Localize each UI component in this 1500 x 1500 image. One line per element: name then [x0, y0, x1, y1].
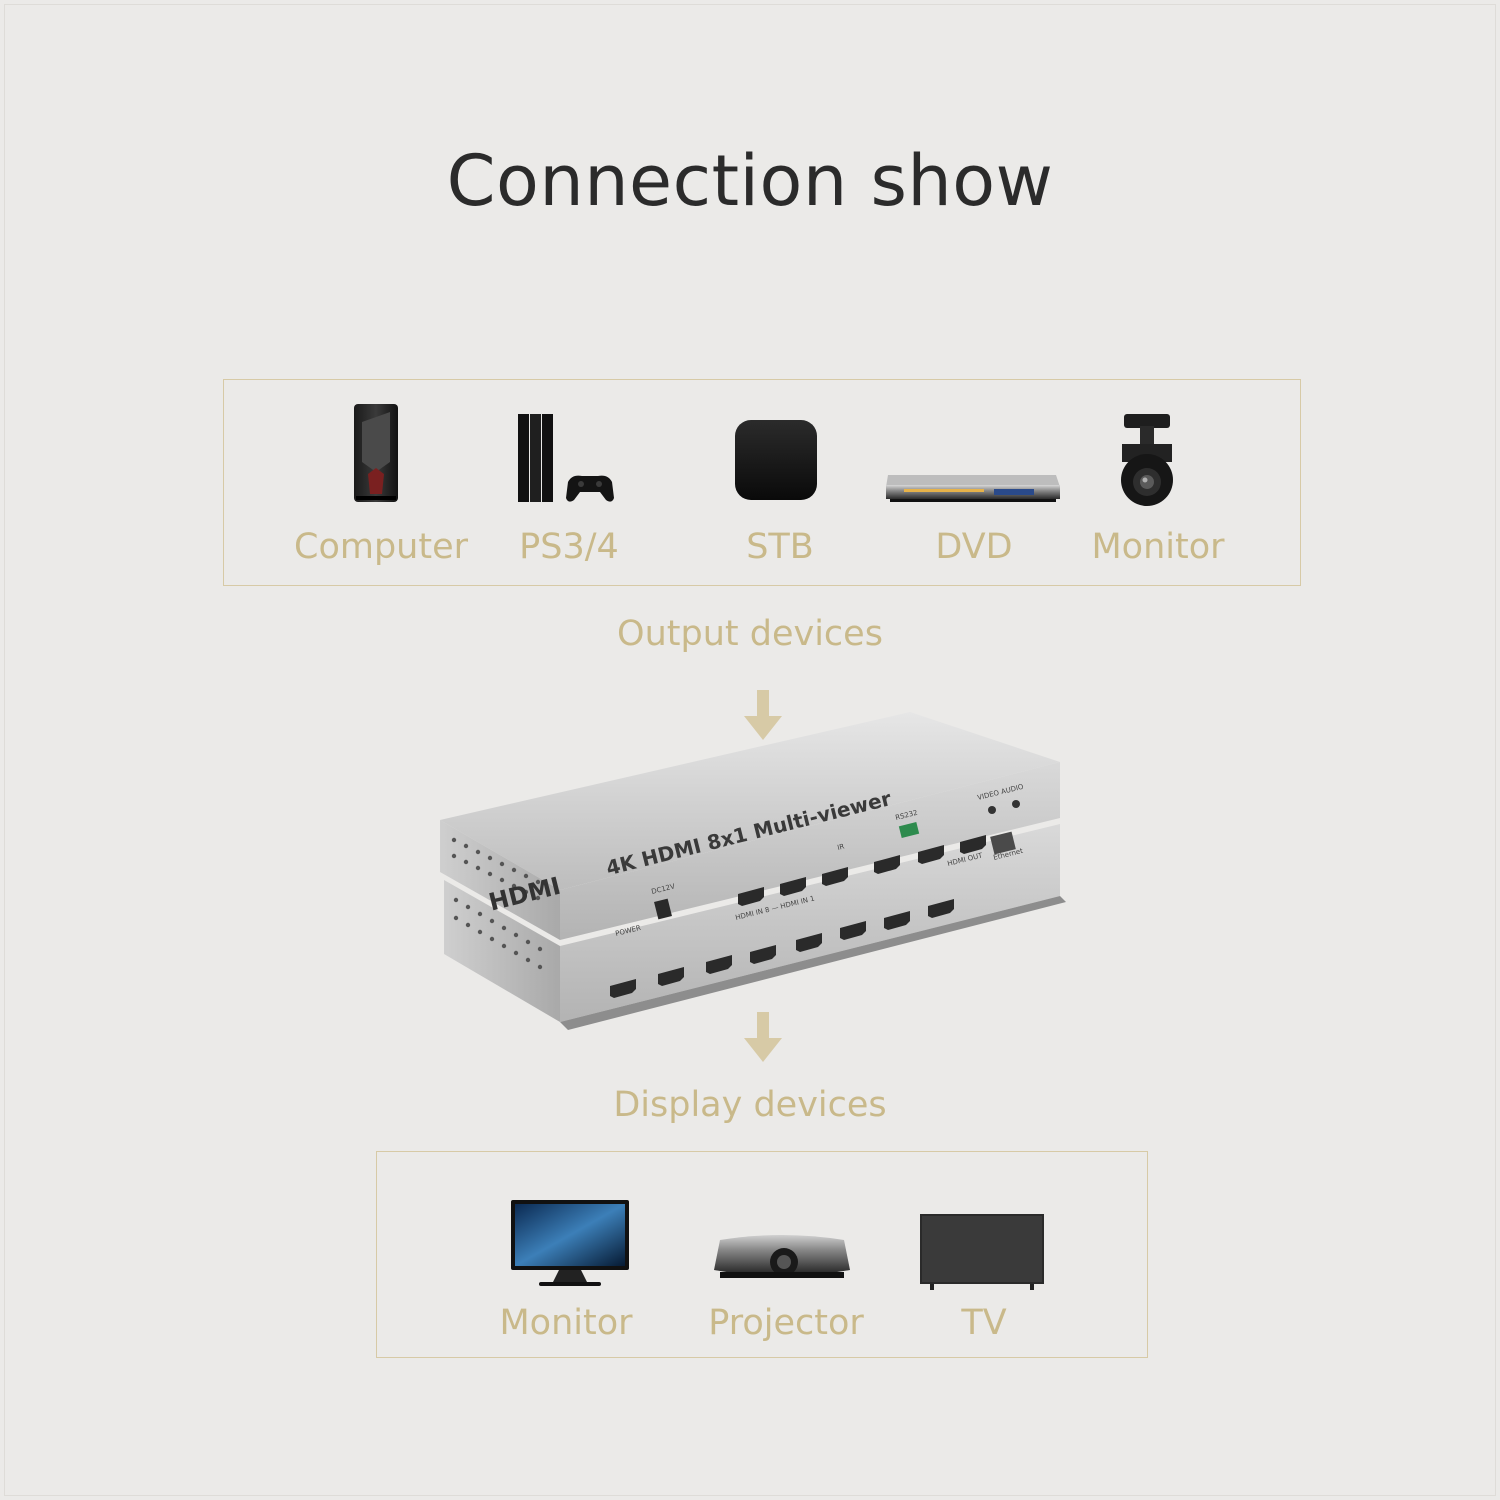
source-label-stb: STB	[746, 527, 814, 567]
set-top-box-icon	[735, 420, 817, 500]
display-label-tv: TV	[961, 1303, 1007, 1343]
source-label-dvd: DVD	[935, 527, 1013, 567]
game-console-icon	[518, 414, 614, 502]
source-label-ps: PS3/4	[519, 527, 619, 567]
dvd-player-icon	[886, 475, 1060, 502]
source-devices-panel	[223, 379, 1301, 586]
source-label-computer: Computer	[294, 527, 468, 567]
display-devices-panel	[376, 1151, 1148, 1358]
display-label-projector: Projector	[708, 1303, 864, 1343]
display-label-monitor: Monitor	[499, 1303, 633, 1343]
computer-tower-icon	[354, 404, 398, 502]
multiviewer-device-illustration: HDMI 4K HDMI 8x1 Multi-viewer IR RS232 V…	[440, 712, 1066, 1030]
monitor-icon	[511, 1200, 629, 1286]
down-arrow-icon	[744, 1012, 782, 1062]
display-devices-caption: Display devices	[613, 1085, 887, 1125]
down-arrow-icon	[744, 690, 782, 740]
source-label-monitor: Monitor	[1091, 527, 1225, 567]
projector-icon	[714, 1235, 850, 1278]
tv-icon	[920, 1214, 1044, 1290]
output-devices-caption: Output devices	[617, 614, 883, 654]
page-title: Connection show	[446, 140, 1054, 222]
device-ir-label: IR	[837, 842, 846, 851]
security-camera-icon	[1121, 414, 1173, 506]
